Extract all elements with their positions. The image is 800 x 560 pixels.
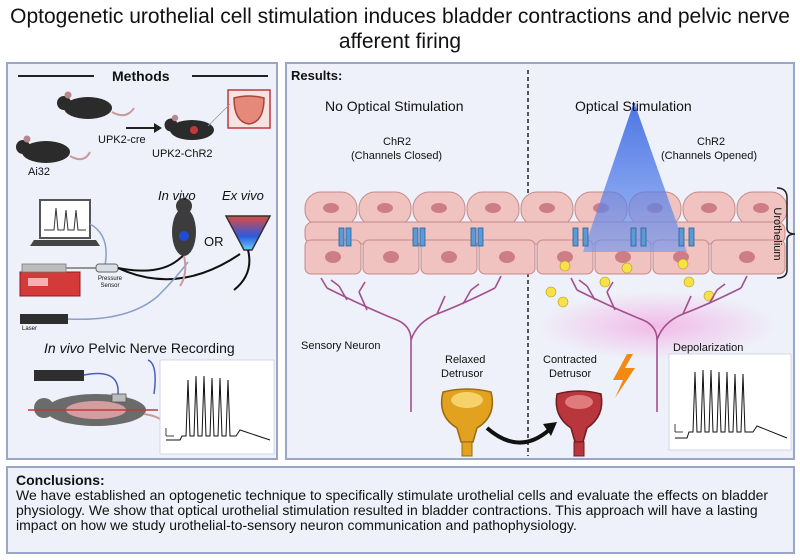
mouse-upk2-chr2-icon (164, 114, 214, 140)
ex-vivo-bladder-icon (224, 215, 272, 291)
recording-mouse-icon (28, 393, 165, 426)
methods-heading: Methods (112, 68, 170, 84)
label-or: OR (204, 234, 224, 249)
relaxed-detrusor-label: Detrusor (441, 368, 484, 380)
relaxed-bladder-icon (440, 388, 494, 457)
mouse-upk2-cre-icon (57, 91, 135, 119)
pressure-sensor-icon (95, 263, 119, 273)
label-pressure-sensor: Pressure Sensor (97, 276, 122, 289)
transition-arrow (485, 426, 551, 445)
bladder-inset-icon (207, 89, 271, 129)
depolarization-glow (537, 292, 777, 360)
chr2-channels (338, 227, 695, 247)
conclusions-text: We have established an optogenetic techn… (16, 487, 769, 533)
relaxed-label: Relaxed (445, 354, 486, 366)
label-ex-vivo: Ex vivo (222, 188, 264, 203)
label-ai32: Ai32 (28, 166, 51, 178)
label-upk2-chr2: UPK2-ChR2 (152, 148, 213, 160)
laser-icon (20, 314, 68, 324)
mouse-ai32-icon (16, 135, 91, 163)
contracted-bladder-icon (555, 390, 603, 457)
contracted-detrusor-label: Detrusor (549, 368, 592, 380)
results-heading: Results: (291, 68, 343, 83)
sensory-neuron-left (320, 275, 502, 412)
page-title: Optogenetic urothelial cell stimulation … (10, 5, 790, 53)
optical-stimulation-title: Optical Stimulation (575, 98, 692, 114)
label-in-vivo: In vivo (158, 188, 196, 203)
channels-closed-label: (Channels Closed) (351, 150, 443, 162)
label-laser: Laser (22, 326, 38, 332)
sensory-neuron-label: Sensory Neuron (301, 340, 381, 352)
results-panel: Results: No Optical Stimulation Optical … (285, 62, 796, 460)
results-illustration (304, 70, 796, 457)
chr2-closed-label: ChR2 (383, 136, 412, 148)
contracted-label: Contracted (543, 354, 597, 366)
atp-bursts (545, 258, 715, 308)
depolarization-label: Depolarization (673, 342, 744, 354)
urothelium-layer (304, 191, 788, 275)
light-cone (583, 102, 687, 252)
chr2-open-label: ChR2 (697, 136, 726, 148)
lightning-icon (613, 354, 635, 398)
syringe-pump-icon (19, 263, 81, 297)
conclusions-heading: Conclusions: (16, 472, 105, 488)
methods-illustration (16, 75, 275, 455)
urothelium-label: Urothelium (771, 207, 783, 261)
laser-probe-icon (34, 370, 84, 381)
conclusions-panel: Conclusions: We have established an opto… (6, 466, 795, 554)
methods-panel: Methods UPK2-cre Ai32 UPK2-ChR2 In vivo … (6, 62, 278, 460)
sensory-neuron-right (570, 275, 748, 412)
in-vivo-mouse-icon (172, 198, 196, 287)
channels-opened-label: (Channels Opened) (661, 150, 758, 162)
no-optical-stimulation-title: No Optical Stimulation (325, 98, 464, 114)
spike-trace (166, 375, 271, 441)
urothelium-bracket (776, 187, 796, 279)
depolarization-trace (675, 369, 788, 439)
recording-title: In vivo Pelvic Nerve Recording (44, 340, 235, 356)
label-upk2-cre: UPK2-cre (98, 134, 146, 146)
laptop-icon (30, 199, 100, 246)
